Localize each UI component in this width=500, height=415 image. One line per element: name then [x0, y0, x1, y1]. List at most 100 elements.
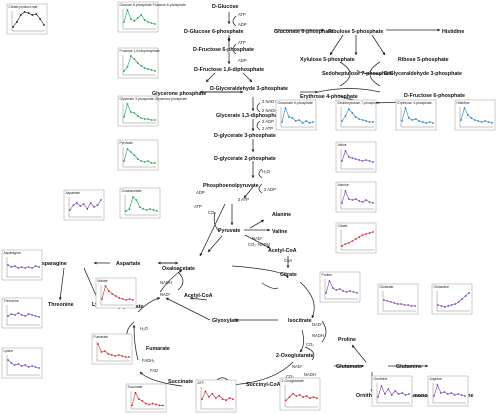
panel-data-point: [34, 366, 37, 368]
panel-data-point: [341, 245, 343, 247]
panel-data-point: [107, 290, 110, 292]
panel-data-point: [17, 312, 20, 314]
cofactor-atp: ATP: [238, 12, 246, 17]
panel-data-point: [436, 384, 439, 386]
panel-series-line: [433, 384, 466, 397]
panel-data-point: [31, 314, 34, 316]
panel-data-point: [121, 298, 124, 300]
panel-data-point: [468, 292, 470, 294]
node-erythrose-4-phosphate: Erythrose 4-phosphate: [300, 94, 358, 100]
panel-data-point: [403, 304, 406, 306]
panel-data-point: [380, 385, 383, 387]
cofactor-nad: NAD⁺: [160, 292, 171, 297]
panel-frame: [117, 1, 159, 33]
panel-data-point: [305, 395, 308, 397]
panel-data-point: [464, 295, 467, 297]
panel-data-point: [347, 108, 350, 110]
panel-data-point: [466, 114, 469, 116]
panel-data-point: [97, 343, 99, 345]
panel-data-point: [397, 393, 400, 395]
panel-data-point: [331, 287, 334, 289]
panel-data-point: [147, 160, 150, 162]
panel-data-point: [285, 399, 287, 402]
panel-data-point: [162, 404, 164, 407]
node-d-glucose: D-Glucose: [212, 4, 239, 10]
panel-data-point: [7, 359, 9, 361]
panel-data-point: [342, 290, 345, 292]
panel-data-point: [225, 399, 228, 402]
panel-data-point: [35, 13, 38, 15]
panel-data-point: [133, 154, 136, 156]
panel-title: Erythrose 4-phosphate: [398, 101, 432, 105]
panel-data-point: [386, 300, 389, 302]
panel-title: Valine: [338, 143, 347, 147]
panel-data-point: [111, 293, 114, 295]
panel-series-line: [377, 385, 410, 398]
panel-data-point: [13, 364, 16, 366]
panel-data-point: [341, 160, 343, 162]
node-valine: Valine: [272, 229, 287, 235]
node-phosphoenolpyruvate: Phosphoenolpyruvate: [203, 183, 259, 189]
panel-erythrose-4-phosphate: Erythrose 4-phosphate: [395, 99, 437, 131]
panel-data-point: [387, 388, 390, 390]
panel-data-point: [140, 160, 143, 162]
panel-series-line: [341, 108, 373, 123]
panel-data-point: [351, 240, 354, 242]
node-d-glucose-6-phosphate: D-Glucose 6-phosphate: [184, 29, 244, 35]
panel-citrate: Citrate: [335, 222, 377, 254]
cofactor-co2: CO₂: [306, 342, 314, 347]
node-gluconate-6-phosphate: Gluconate 6-phosphate: [274, 29, 333, 35]
panel-data-point: [345, 291, 348, 293]
node-sedoheptulose-7-phosphate: Sedoheptulose 7-phosphate: [322, 71, 393, 77]
panel-data-point: [129, 55, 132, 57]
panel-data-point: [38, 266, 40, 268]
panel-data-point: [450, 392, 453, 394]
node-2-oxoglutarate: 2-Oxoglutarate: [276, 353, 313, 359]
panel-data-point: [114, 295, 117, 297]
panel-data-point: [344, 150, 347, 152]
panel-series-line: [201, 390, 234, 401]
panel-data-point: [117, 354, 120, 356]
panel-title: Citrate product rate: [9, 5, 38, 9]
panel-data-point: [93, 206, 96, 208]
panel-data-point: [89, 202, 92, 204]
panel-data-point: [128, 208, 131, 210]
cofactor-atp: ATP: [238, 40, 246, 45]
node-d-glycerate-3-phosphate: D-glycerate 3-phosphate: [214, 133, 276, 139]
node-threonine: Threonine: [48, 302, 74, 308]
panel-frame: [119, 187, 161, 219]
node-succinyl-coa: Succinyl-CoA: [246, 382, 281, 388]
node-d-fructose-6-phosphate-ppp: D-Fructose 6-phosphate: [404, 93, 465, 99]
node-d-glycerate-2-phosphate: D-glycerate 2-phosphate: [214, 156, 276, 162]
panel-series-line: [383, 299, 415, 307]
panel-frame: [125, 383, 167, 413]
panel-data-point: [151, 402, 154, 405]
panel-data-point: [7, 315, 9, 317]
panel-data-point: [86, 208, 89, 210]
panel-glucose-6-phosphate: Glucose 6-phosphate Fructose 6-phosphate: [117, 1, 186, 33]
panel-data-point: [351, 112, 354, 114]
panel-data-point: [428, 121, 431, 123]
node-glyoxylate: Glyoxylate: [212, 318, 239, 324]
panel-data-point: [390, 394, 393, 396]
panel-title: Threonine: [4, 299, 19, 303]
panel-data-point: [316, 397, 318, 400]
panel-data-point: [454, 303, 457, 305]
panel-data-point: [201, 398, 203, 400]
panel-data-point: [34, 315, 37, 317]
panel-data-point: [354, 158, 357, 160]
node-d-fructose-1-6-diphosphate: D-Fructose 1,6-diphosphate: [194, 67, 264, 73]
node-glutamate: Glutamate: [336, 364, 362, 370]
panel-data-point: [34, 265, 37, 267]
panel-data-point: [142, 208, 145, 210]
panel-proline: Proline: [319, 271, 361, 303]
panel-lysine: Lysine: [1, 347, 43, 379]
panel-data-point: [477, 120, 480, 122]
panel-series-line: [460, 107, 493, 124]
panel-frame: [335, 99, 377, 131]
panel-title: Proline: [322, 273, 333, 277]
panel-data-point: [96, 204, 99, 206]
cofactor-co2: CO₂: [286, 374, 294, 379]
panel-data-point: [354, 198, 357, 200]
panel-title: Fumarate: [94, 335, 109, 339]
